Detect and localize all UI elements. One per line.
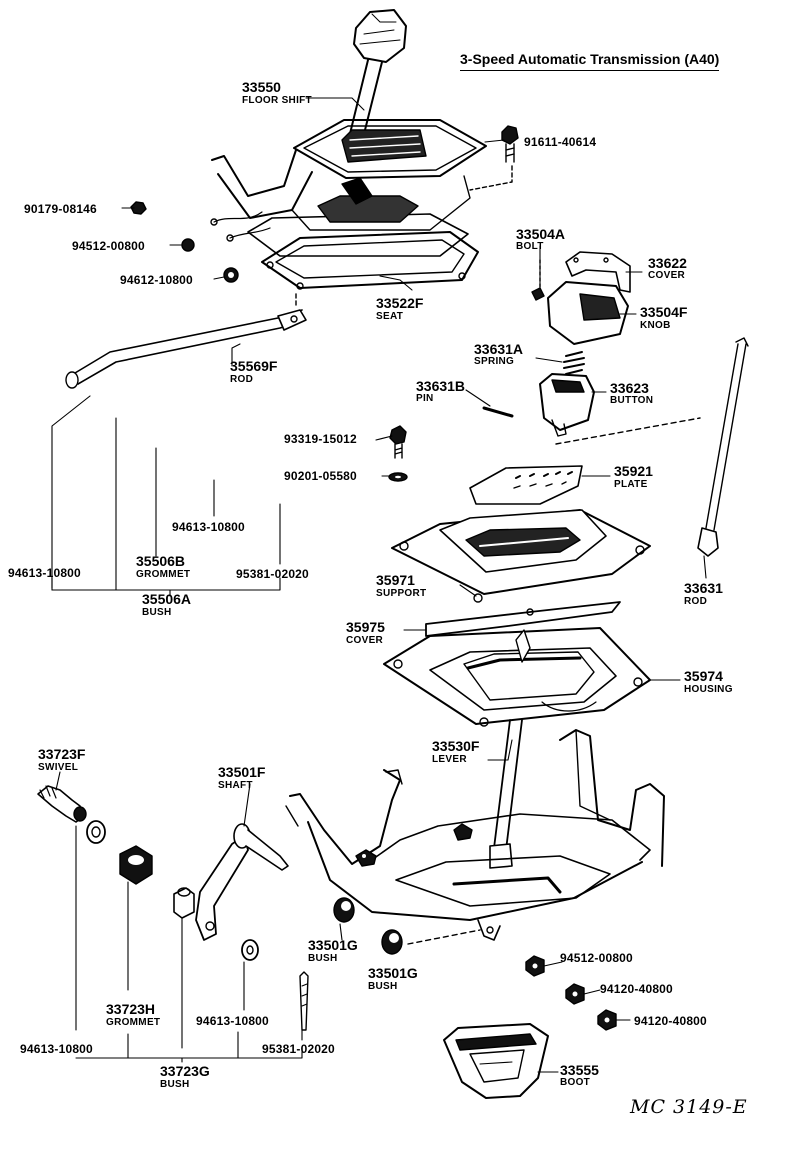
diagram-title: 3-Speed Automatic Transmission (A40) xyxy=(460,51,720,71)
part-number: 33623 xyxy=(610,380,649,396)
part-name: HOUSING xyxy=(684,684,733,695)
part-label-nut-94512-top: 94512-00800 xyxy=(72,239,145,253)
part-name: COVER xyxy=(346,635,384,646)
hardware-left-top xyxy=(131,202,238,282)
part-name: KNOB xyxy=(640,320,671,331)
rod-33631-drawing xyxy=(698,338,748,556)
part-name: ROD xyxy=(684,596,708,607)
part-label-bolt-93319: 93319-15012 xyxy=(284,432,357,446)
knob-assembly-drawing xyxy=(484,252,700,444)
part-name: SEAT xyxy=(376,311,404,322)
part-label-nut-94120-b: 94120-40800 xyxy=(634,1014,707,1028)
housing-drawing xyxy=(384,628,650,726)
drawing-code: MC 3149-E xyxy=(630,1096,748,1118)
part-number: 35971 xyxy=(376,572,415,588)
part-name: BUSH xyxy=(308,953,338,964)
swivel-drawing xyxy=(38,786,86,822)
part-number: 33631 xyxy=(684,580,723,596)
part-label-washer-90201: 90201-05580 xyxy=(284,469,357,483)
leader-lines xyxy=(52,98,706,1072)
part-number: 35506B xyxy=(136,553,186,569)
part-number: 33723G xyxy=(160,1063,210,1079)
boot-drawing xyxy=(444,1024,548,1098)
part-number: 35975 xyxy=(346,619,385,635)
part-name: BUTTON xyxy=(610,395,654,406)
part-name: COVER xyxy=(648,270,686,281)
part-number: 35506A xyxy=(142,591,192,607)
part-name: SPRING xyxy=(474,356,515,367)
part-number: 33723F xyxy=(38,746,86,762)
part-number: 33504A xyxy=(516,226,566,242)
part-number: 35974 xyxy=(684,668,723,684)
part-label-pin-95381-b: 95381-02020 xyxy=(262,1042,335,1056)
part-name: BOLT xyxy=(516,241,544,252)
part-name: PIN xyxy=(416,393,434,404)
plate-drawing xyxy=(470,466,582,504)
part-number: 33501G xyxy=(308,937,358,953)
part-name: BUSH xyxy=(160,1079,190,1090)
part-number: 33550 xyxy=(242,79,281,95)
part-name: PLATE xyxy=(614,479,648,490)
part-label-pin-95381-a: 95381-02020 xyxy=(236,567,309,581)
part-label-nut-94120-a: 94120-40800 xyxy=(600,982,673,996)
part-name: FLOOR SHIFT xyxy=(242,95,312,106)
rod-35569f-drawing xyxy=(66,310,306,388)
part-number: 33522F xyxy=(376,295,424,311)
part-number: 35569F xyxy=(230,358,278,374)
part-number: 33530F xyxy=(432,738,480,754)
bolt-93319-drawing xyxy=(389,426,407,481)
part-name: GROMMET xyxy=(106,1017,161,1028)
hardware-lower-left xyxy=(87,821,308,1030)
part-number: 33631B xyxy=(416,378,466,394)
shaft-drawing xyxy=(196,824,288,940)
part-name: BUSH xyxy=(142,607,172,618)
part-label-washer-94613-b: 94613-10800 xyxy=(8,566,81,580)
part-number: 33555 xyxy=(560,1062,599,1078)
part-label-washer-94612: 94612-10800 xyxy=(120,273,193,287)
bush-33501g-drawing xyxy=(334,898,402,954)
part-number: 33504F xyxy=(640,304,688,320)
part-label-nut-90179: 90179-08146 xyxy=(24,202,97,216)
part-name: SHAFT xyxy=(218,780,253,791)
part-number: 33622 xyxy=(648,255,687,271)
seat-drawing xyxy=(262,232,478,308)
part-name: SWIVEL xyxy=(38,762,79,773)
part-name: BOOT xyxy=(560,1077,591,1088)
floor-shift-drawing xyxy=(211,10,486,256)
part-name: GROMMET xyxy=(136,569,191,580)
part-label-washer-94613-c: 94613-10800 xyxy=(196,1014,269,1028)
cover-35975-drawing xyxy=(426,602,620,636)
part-label-washer-94613-a: 94613-10800 xyxy=(172,520,245,534)
part-number: 35921 xyxy=(614,463,653,479)
nuts-lower-right xyxy=(526,956,616,1030)
part-number: 33501F xyxy=(218,764,266,780)
part-label-bolt-91611: 91611-40614 xyxy=(524,135,597,149)
part-number: 33631A xyxy=(474,341,524,357)
lever-bracket-drawing xyxy=(286,720,664,944)
part-name: LEVER xyxy=(432,754,467,765)
bolt-91611-drawing xyxy=(470,126,518,190)
part-name: BUSH xyxy=(368,981,398,992)
part-label-washer-94613-d: 94613-10800 xyxy=(20,1042,93,1056)
support-drawing xyxy=(392,510,650,602)
part-number: 33501G xyxy=(368,965,418,981)
part-label-nut-94512-bottom: 94512-00800 xyxy=(560,951,633,965)
part-number: 33723H xyxy=(106,1001,156,1017)
part-name: SUPPORT xyxy=(376,588,427,599)
part-name: ROD xyxy=(230,374,254,385)
